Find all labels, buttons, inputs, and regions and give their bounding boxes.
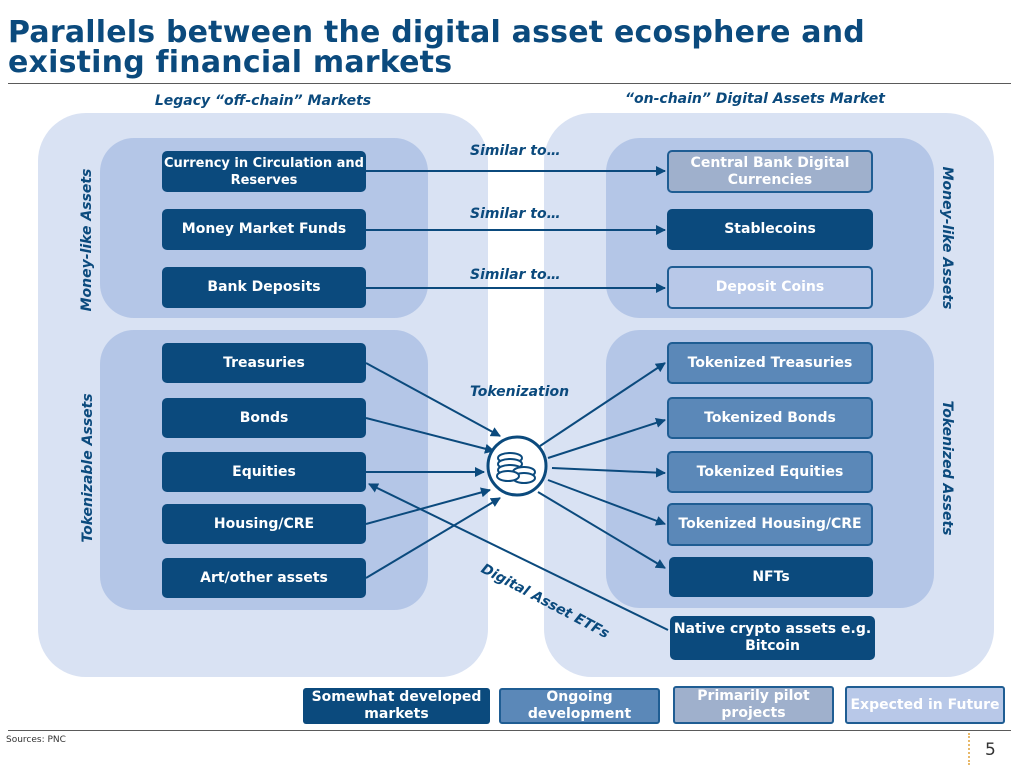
box-tokenized-housing: Tokenized Housing/CRE [667,503,873,546]
coins-icon [486,435,548,497]
tokenization-label: Tokenization [470,384,570,400]
box-bank-deposits: Bank Deposits [162,267,366,308]
legend-ongoing-development: Ongoing development [499,688,660,724]
token-out-arrow-housing [547,479,666,526]
legend-pilot-projects: Primarily pilot projects [673,686,834,724]
right-column-header: “on-chain” Digital Assets Market [624,91,885,107]
similar-label-2: Similar to… [470,206,561,222]
box-money-market-funds: Money Market Funds [162,209,366,250]
box-bonds: Bonds [162,398,366,438]
legend-somewhat-developed: Somewhat developed markets [303,688,490,724]
box-tokenized-equities: Tokenized Equities [667,451,873,493]
box-tokenized-bonds: Tokenized Bonds [667,397,873,439]
token-in-arrow-art [365,497,501,579]
box-native-crypto: Native crypto assets e.g. Bitcoin [670,616,875,660]
source-note: Sources: PNC [6,735,66,745]
page-title: Parallels between the digital asset ecos… [8,15,865,80]
box-deposit-coins: Deposit Coins [667,266,873,309]
box-stablecoins: Stablecoins [667,209,873,250]
box-cbdc: Central Bank Digital Currencies [667,150,873,193]
token-out-arrow-bonds [547,418,666,459]
box-housing-cre: Housing/CRE [162,504,366,544]
box-nfts: NFTs [669,557,873,597]
token-out-arrow-equities [551,467,666,478]
footer-divider [8,730,1011,731]
similar-label-1: Similar to… [470,143,561,159]
similar-label-3: Similar to… [470,267,561,283]
box-tokenized-treasuries: Tokenized Treasuries [667,342,873,384]
token-out-arrow-treasuries [539,362,666,447]
legend-expected-future: Expected in Future [845,686,1005,724]
etf-arrow [368,483,669,631]
left-column-header: Legacy “off-chain” Markets [154,93,372,109]
token-in-arrow-bonds [365,417,495,454]
page-marker [968,733,971,765]
box-currency-circulation: Currency in Circulation and Reserves [162,151,366,192]
box-treasuries: Treasuries [162,343,366,383]
box-equities: Equities [162,452,366,492]
token-in-arrow-treasuries [365,362,501,437]
title-divider [8,83,1011,84]
token-in-arrow-housing [365,487,491,525]
page-number: 5 [985,740,996,760]
token-out-arrow-nfts [537,491,666,569]
box-art-other: Art/other assets [162,558,366,598]
